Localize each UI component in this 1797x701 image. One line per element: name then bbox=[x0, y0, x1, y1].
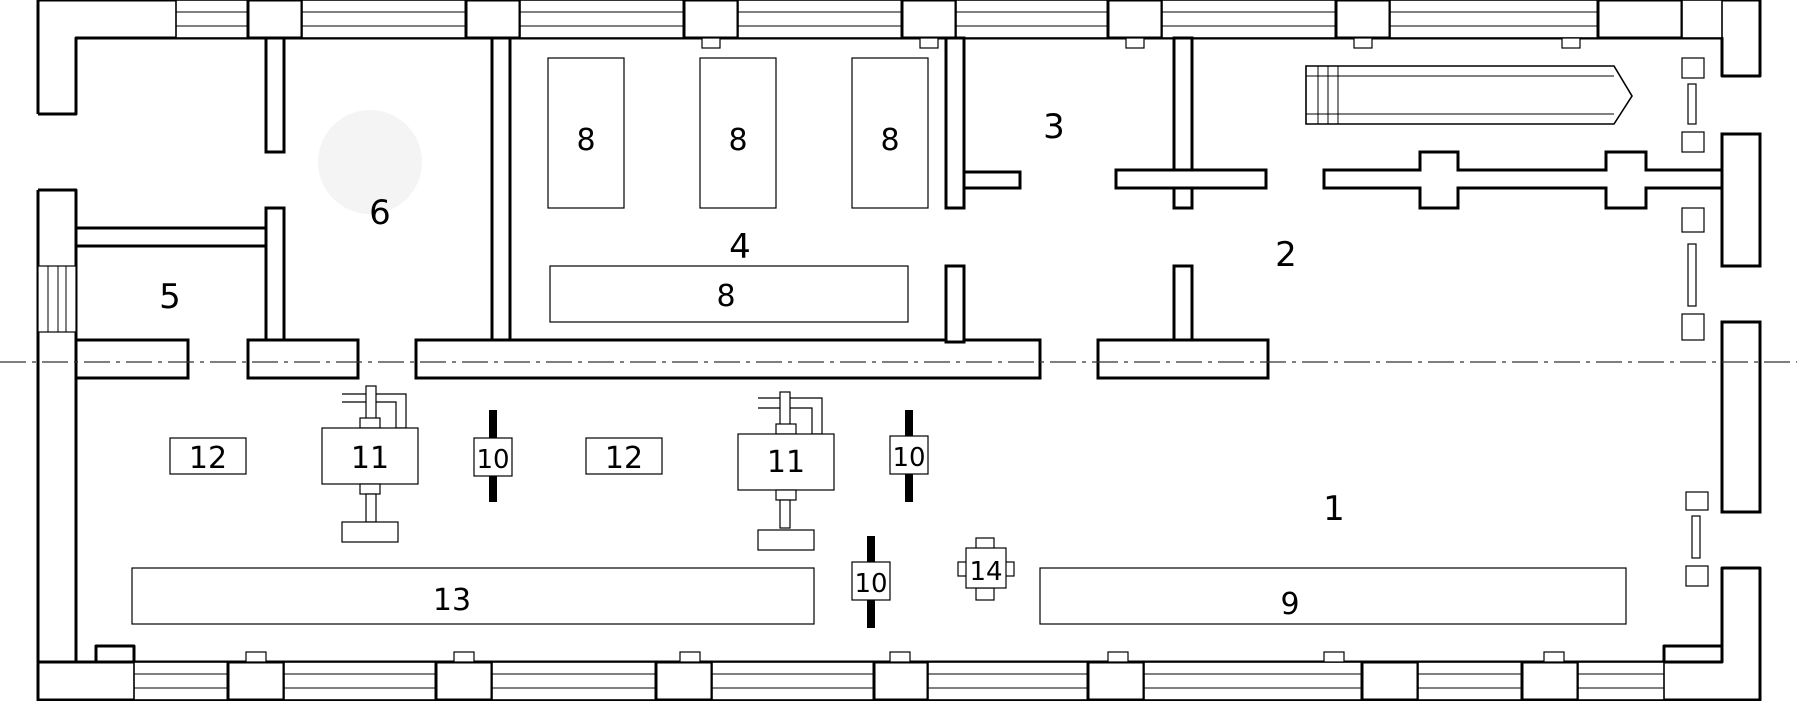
equipment-10-b-label: 10 bbox=[892, 443, 925, 473]
equipment-13-label: 13 bbox=[433, 583, 471, 618]
equipment-11-b-label: 11 bbox=[767, 445, 805, 480]
equipment-12-b-label: 12 bbox=[605, 441, 643, 476]
equipment-9 bbox=[1039, 567, 1627, 625]
equipment-8-c bbox=[851, 57, 929, 209]
equipment-8-c-label: 8 bbox=[880, 123, 899, 158]
equipment-10-c bbox=[851, 536, 891, 628]
equipment-8-b-label: 8 bbox=[728, 123, 747, 158]
room-labels: 1 2 3 4 5 6 bbox=[159, 107, 1345, 529]
equipment-9-label: 9 bbox=[1280, 587, 1299, 622]
equipment-14-label: 14 bbox=[969, 557, 1002, 587]
equipment-13 bbox=[131, 567, 815, 625]
equipment-14 bbox=[957, 537, 1015, 601]
equipment-8-a bbox=[547, 57, 625, 209]
equipment-11-b bbox=[737, 391, 835, 551]
interior-walls bbox=[74, 36, 1724, 587]
room-5-label: 5 bbox=[159, 277, 181, 317]
equipment-8-d bbox=[549, 265, 909, 323]
room-4-label: 4 bbox=[729, 227, 751, 267]
room-3-label: 3 bbox=[1043, 107, 1065, 147]
room-6-label: 6 bbox=[369, 193, 391, 233]
equipment-10-b bbox=[889, 410, 929, 502]
equipment-10-c-label: 10 bbox=[854, 569, 887, 599]
equipment-10-a bbox=[473, 410, 513, 502]
equipment-11-a-label: 11 bbox=[351, 441, 389, 476]
equipment-11-a bbox=[321, 385, 419, 543]
bottom-windows bbox=[94, 644, 1724, 701]
equipment-8-d-label: 8 bbox=[716, 279, 735, 314]
equipment-10-a-label: 10 bbox=[476, 445, 509, 475]
top-windows bbox=[175, 0, 1723, 49]
equipment-12-a bbox=[169, 437, 247, 475]
equipment: 8 8 8 8 12 12 11 bbox=[131, 57, 1627, 628]
equipment-12-b bbox=[585, 437, 663, 475]
equipment-8-b bbox=[699, 57, 777, 209]
room-1-label: 1 bbox=[1323, 489, 1345, 529]
equipment-12-a-label: 12 bbox=[189, 441, 227, 476]
equipment-8-a-label: 8 bbox=[576, 123, 595, 158]
room-2-label: 2 bbox=[1275, 235, 1297, 275]
